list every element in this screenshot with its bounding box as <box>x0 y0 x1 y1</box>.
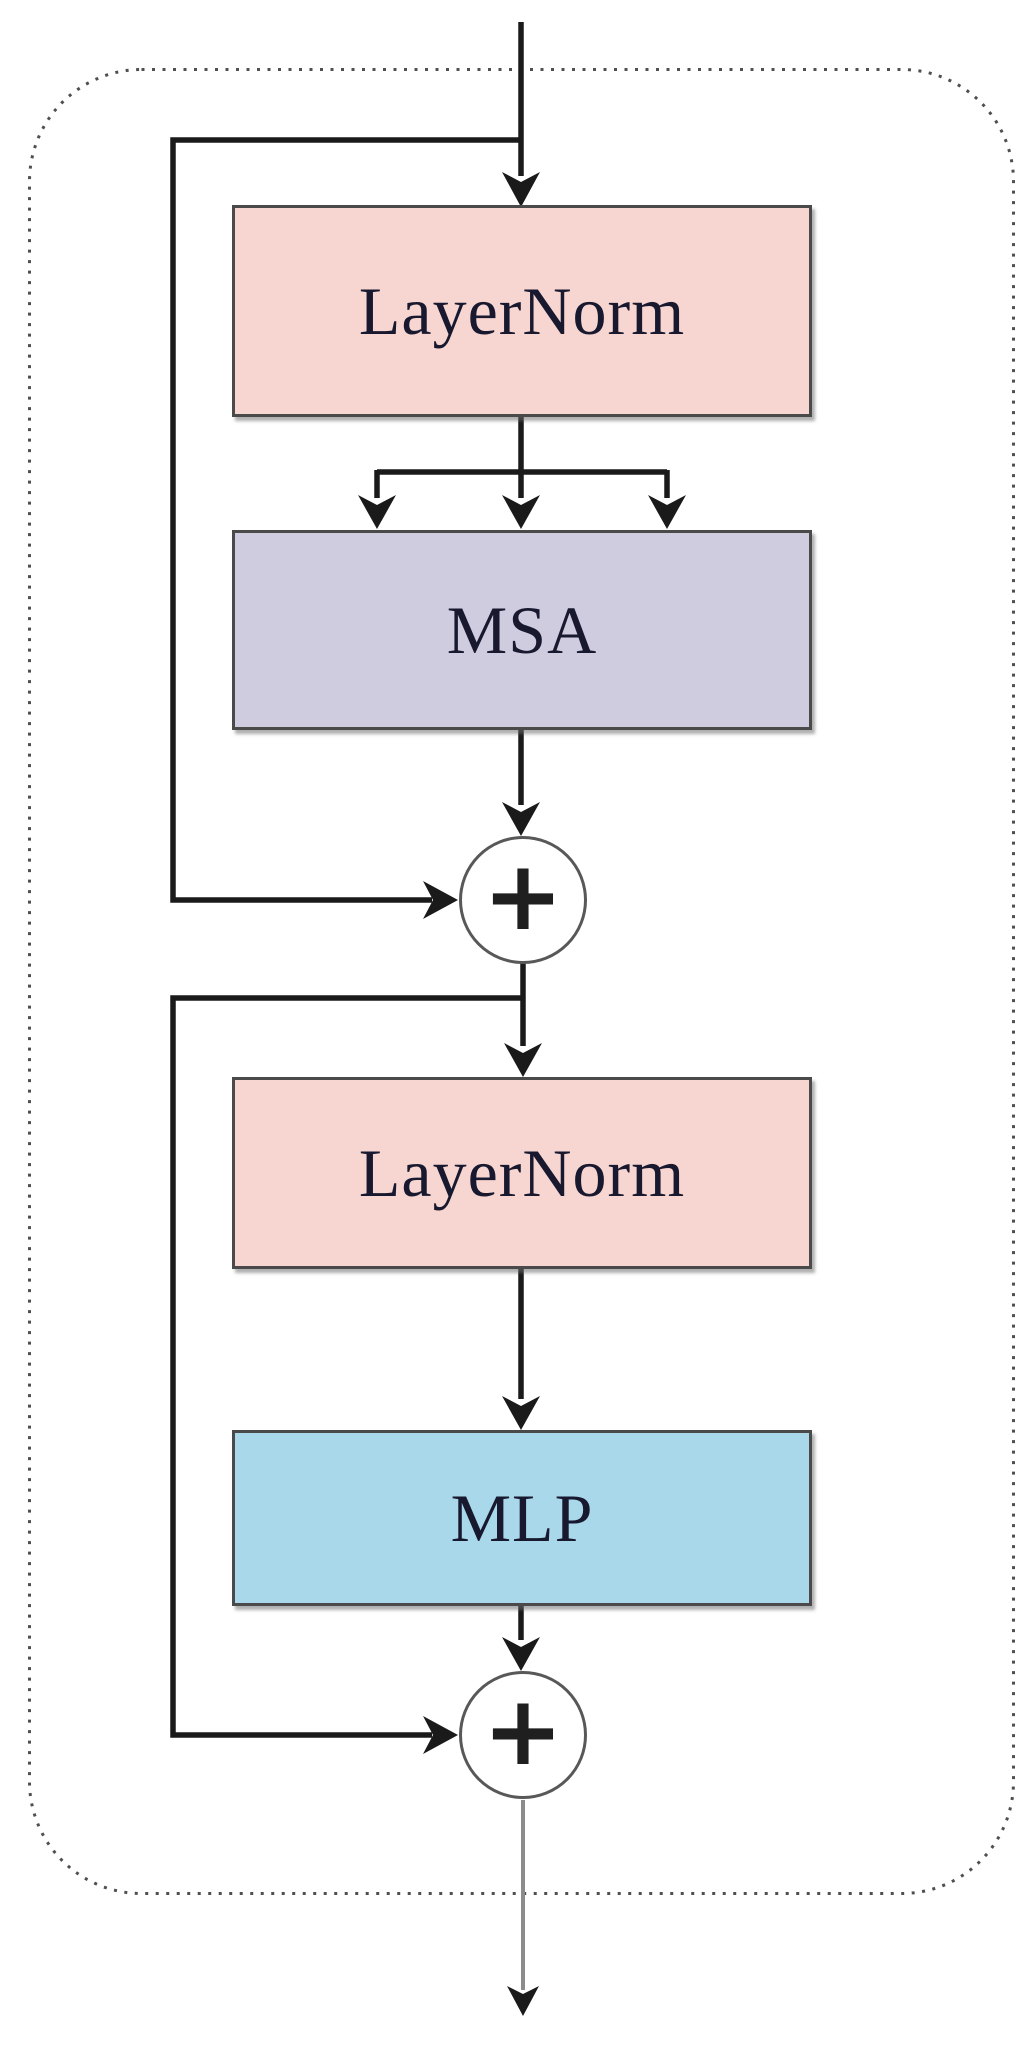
plus-icon: + <box>482 1675 564 1787</box>
layernorm2-box: LayerNorm <box>232 1077 812 1269</box>
mlp-box: MLP <box>232 1430 812 1606</box>
mlp-to-add-arrow <box>502 1605 540 1671</box>
mlp-label: MLP <box>450 1480 594 1556</box>
add1-to-layernorm2-arrow <box>504 963 542 1077</box>
branch-arrows <box>358 417 686 529</box>
plus-icon: + <box>482 840 564 952</box>
residual-skip-2 <box>170 995 523 1754</box>
layernorm1-box: LayerNorm <box>232 205 812 417</box>
residual-add-2: + <box>459 1671 587 1799</box>
layernorm2-to-mlp-arrow <box>502 1268 540 1430</box>
input-arrow <box>502 22 540 207</box>
layernorm2-label: LayerNorm <box>358 1135 686 1211</box>
output-arrow <box>507 1800 539 2016</box>
layernorm1-label: LayerNorm <box>358 273 686 349</box>
msa-box: MSA <box>232 530 812 730</box>
msa-label: MSA <box>446 592 598 668</box>
residual-add-1: + <box>459 836 587 964</box>
residual-skip-1 <box>170 137 521 919</box>
msa-to-add-arrow <box>502 730 540 836</box>
